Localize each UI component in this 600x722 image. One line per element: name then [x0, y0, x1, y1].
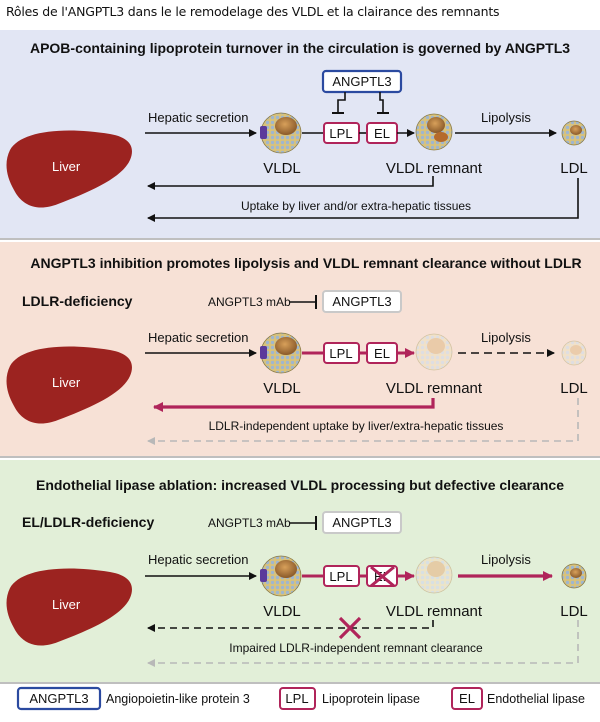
inhibition-arrow — [379, 92, 384, 113]
ldl-label: LDL — [560, 603, 588, 620]
angptl3-label: ANGPTL3 — [332, 515, 391, 530]
blocked-cross-icon — [338, 616, 362, 640]
angptl3-label: ANGPTL3 — [332, 294, 391, 309]
ldl-uptake-arrow-faded — [147, 620, 579, 667]
lpl-label: LPL — [329, 126, 352, 141]
inhibition-arrow — [337, 92, 346, 113]
vldl-remnant-label: VLDL remnant — [386, 603, 483, 620]
panel-divider — [0, 456, 600, 458]
liver-icon — [6, 346, 132, 424]
panel-title: Endothelial lipase ablation: increased V… — [36, 477, 564, 493]
mab-label: ANGPTL3 mAb — [208, 516, 291, 530]
mab-label: ANGPTL3 mAb — [208, 295, 291, 309]
vldl-particle-icon — [260, 332, 302, 374]
vldl-remnant-label: VLDL remnant — [386, 380, 483, 397]
ldl-label: LDL — [560, 380, 588, 397]
liver-label: Liver — [52, 375, 81, 390]
ldl-particle-icon — [561, 340, 587, 366]
legend-angptl3-full: Angiopoietin-like protein 3 — [106, 692, 250, 706]
el-label: EL — [374, 126, 390, 141]
liver-icon — [6, 568, 132, 646]
vldl-remnant-label: VLDL remnant — [386, 160, 483, 177]
angptl3-box — [321, 69, 403, 94]
legend-lpl-full: Lipoprotein lipase — [322, 692, 420, 706]
ablation-cross-icon — [370, 565, 395, 588]
secretion-label: Hepatic secretion — [148, 110, 248, 125]
vldl-remnant-particle-icon — [415, 113, 453, 151]
remnant-uptake-arrow — [147, 176, 434, 190]
vldl-label: VLDL — [263, 380, 301, 397]
lipolysis-label: Lipolysis — [481, 330, 531, 345]
ldl-uptake-arrow — [147, 178, 579, 222]
liver-label: Liver — [52, 597, 81, 612]
panel-title: APOB-containing lipoprotein turnover in … — [30, 40, 570, 56]
secretion-label: Hepatic secretion — [148, 552, 248, 567]
lpl-label: LPL — [329, 346, 352, 361]
lpl-label: LPL — [329, 569, 352, 584]
angptl3-label: ANGPTL3 — [332, 74, 391, 89]
uptake-label: Impaired LDLR-independent remnant cleara… — [229, 641, 483, 655]
vldl-remnant-particle-icon — [415, 333, 453, 371]
panel-divider — [0, 238, 600, 240]
liver-label: Liver — [52, 159, 81, 174]
impaired-uptake-arrow — [147, 620, 434, 632]
figure-caption: Rôles de l'ANGPTL3 dans le le remodelage… — [6, 4, 500, 19]
legend-angptl3-abbr: ANGPTL3 — [29, 691, 88, 706]
vldl-particle-icon — [260, 112, 302, 154]
legend-el-full: Endothelial lipase — [487, 692, 585, 706]
vldl-label: VLDL — [263, 603, 301, 620]
ldlr-independent-uptake-arrow — [153, 398, 435, 412]
legend-lpl-abbr: LPL — [285, 691, 308, 706]
lipolysis-label: Lipolysis — [481, 552, 531, 567]
ldl-uptake-arrow-faded — [147, 398, 579, 445]
vldl-remnant-particle-icon — [415, 556, 453, 594]
panel-title: ANGPTL3 inhibition promotes lipolysis an… — [30, 255, 581, 271]
ldl-particle-icon — [561, 120, 587, 146]
angptl3-box-inhibited — [322, 511, 402, 534]
uptake-label: LDLR-independent uptake by liver/extra-h… — [209, 419, 504, 433]
legend-lpl-box — [279, 687, 316, 710]
lipolysis-label: Lipolysis — [481, 110, 531, 125]
uptake-label: Uptake by liver and/or extra-hepatic tis… — [241, 199, 471, 213]
panel-subtitle: LDLR-deficiency — [22, 293, 133, 309]
vldl-particle-icon — [260, 555, 302, 597]
panel-subtitle: EL/LDLR-deficiency — [22, 514, 154, 530]
legend-angptl3-box — [16, 686, 102, 711]
ldl-particle-icon — [561, 563, 587, 589]
vldl-label: VLDL — [263, 160, 301, 177]
el-label: EL — [374, 346, 390, 361]
liver-icon — [6, 130, 132, 208]
secretion-label: Hepatic secretion — [148, 330, 248, 345]
legend-el-abbr: EL — [459, 691, 475, 706]
ldl-label: LDL — [560, 160, 588, 177]
angptl3-box-inhibited — [322, 290, 402, 313]
panel-divider — [0, 682, 600, 684]
legend-el-box — [451, 687, 483, 710]
